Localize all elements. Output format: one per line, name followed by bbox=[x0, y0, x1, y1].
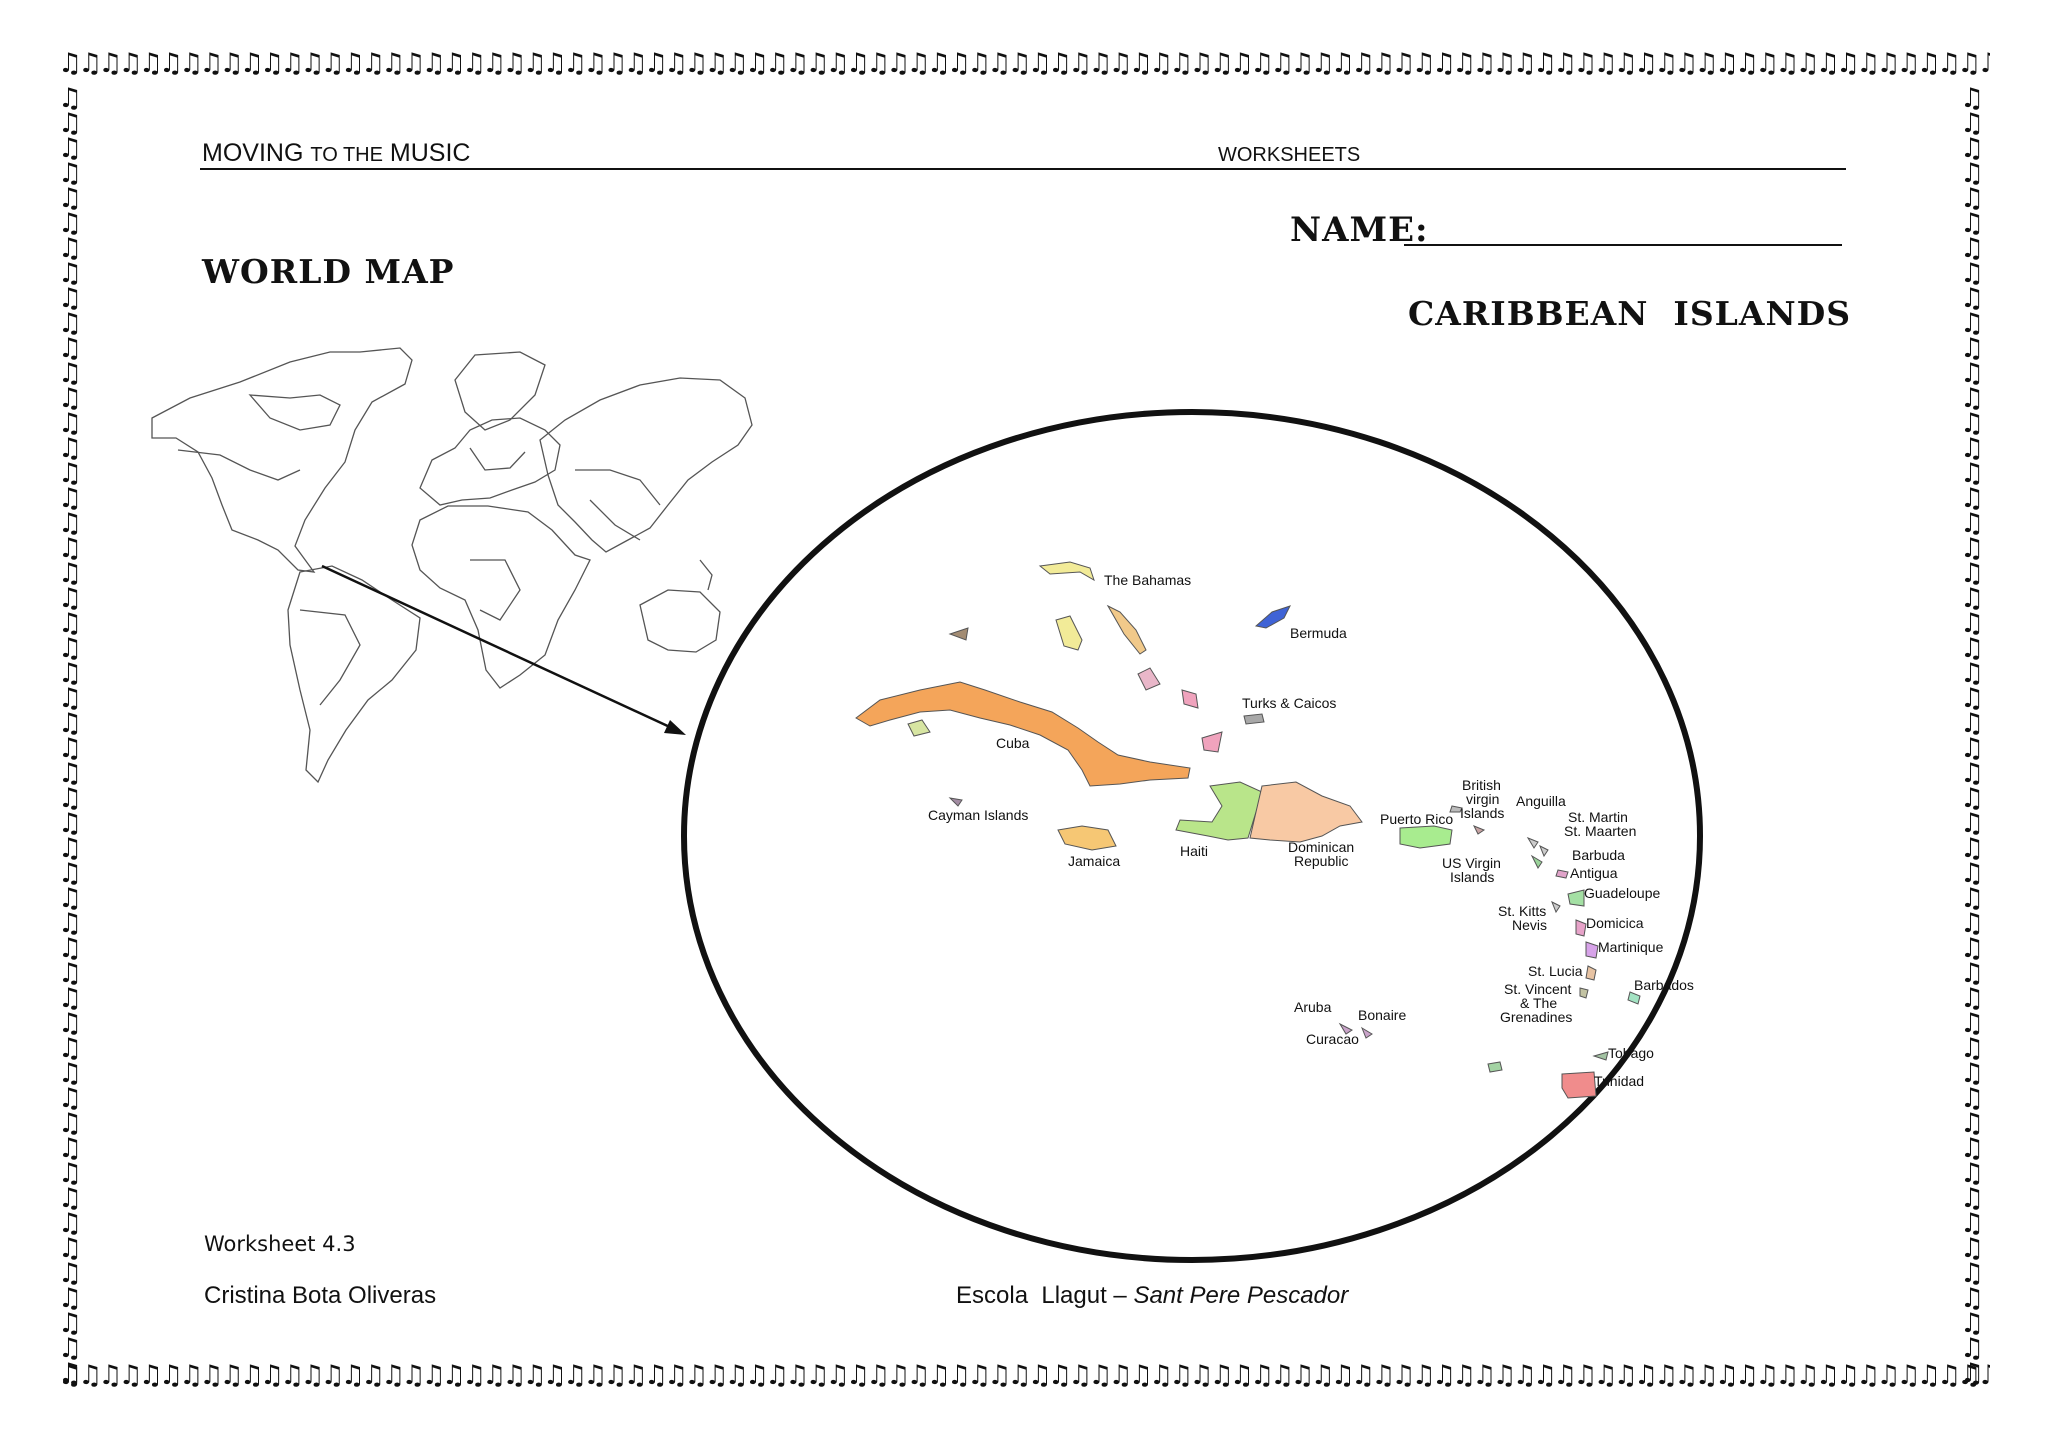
label-bermuda: Bermuda bbox=[1290, 625, 1347, 641]
cayman-shape bbox=[948, 797, 963, 807]
label-haiti: Haiti bbox=[1180, 843, 1208, 859]
isla-juventud-shape bbox=[907, 719, 931, 737]
bahamas-shape bbox=[1055, 615, 1083, 651]
label-dominica: Domicica bbox=[1586, 915, 1644, 931]
header-title: MOVING TO THE MUSIC bbox=[202, 139, 470, 168]
bvi-shape bbox=[1449, 805, 1463, 813]
header-word-music: MUSIC bbox=[389, 139, 471, 167]
margarita-shape bbox=[1487, 1061, 1503, 1073]
label-st-vincent-2: & The bbox=[1520, 995, 1557, 1011]
label-st-vincent-1: St. Vincent bbox=[1504, 981, 1572, 997]
label-st-kitts-1: St. Kitts bbox=[1498, 903, 1546, 919]
bahamas-shape-north bbox=[1038, 561, 1095, 582]
label-st-martin-1: St. Martin bbox=[1568, 809, 1628, 825]
caribbean-islands bbox=[855, 561, 1641, 1099]
inagua-shape bbox=[1201, 731, 1223, 753]
label-bonaire: Bonaire bbox=[1358, 1007, 1406, 1023]
bahamas-island-shape bbox=[1181, 689, 1199, 709]
label-st-lucia: St. Lucia bbox=[1528, 963, 1583, 979]
label-trinidad: Trinidad bbox=[1594, 1073, 1644, 1089]
tobago-shape bbox=[1592, 1051, 1609, 1061]
label-aruba: Aruba bbox=[1294, 999, 1332, 1015]
anguilla-shape bbox=[1526, 836, 1539, 849]
music-note-border-bottom: ♫♫♫♫♫♫♫♫♫♫♫♫♫♫♫♫♫♫♫♫♫♫♫♫♫♫♫♫♫♫♫♫♫♫♫♫♫♫♫♫… bbox=[58, 1360, 1990, 1391]
header-word-tothe: TO THE bbox=[310, 144, 383, 166]
music-note-border-top: ♫♫♫♫♫♫♫♫♫♫♫♫♫♫♫♫♫♫♫♫♫♫♫♫♫♫♫♫♫♫♫♫♫♫♫♫♫♫♫♫… bbox=[58, 48, 1990, 79]
bermuda-shape bbox=[1254, 605, 1291, 629]
st-lucia-shape bbox=[1585, 965, 1597, 981]
label-tobago: Tobago bbox=[1608, 1045, 1654, 1061]
usvi-shape bbox=[1472, 825, 1486, 835]
pointer-arrow bbox=[321, 564, 673, 730]
school-line: Escola Llagut – Sant Pere Pescador bbox=[956, 1282, 1348, 1310]
name-label: NAME: bbox=[1290, 210, 1429, 250]
header-worksheets: WORKSHEETS bbox=[1218, 144, 1361, 166]
label-st-martin-2: St. Maarten bbox=[1564, 823, 1636, 839]
label-dominican-2: Republic bbox=[1294, 853, 1348, 869]
martinique-shape bbox=[1585, 941, 1599, 959]
guadeloupe-shape bbox=[1567, 889, 1585, 907]
st-kitts-shape bbox=[1551, 900, 1561, 914]
world-map-title: WORLD MAP bbox=[202, 252, 455, 291]
label-curacao: Curacao bbox=[1306, 1031, 1359, 1047]
label-cuba: Cuba bbox=[996, 735, 1030, 751]
label-bvi-1: British bbox=[1462, 777, 1501, 793]
label-anguilla: Anguilla bbox=[1516, 793, 1566, 809]
label-usvi-1: US Virgin bbox=[1442, 855, 1501, 871]
antigua-shape bbox=[1555, 869, 1569, 879]
st-vincent-shape bbox=[1579, 987, 1589, 999]
haiti-shape bbox=[1175, 781, 1263, 841]
label-st-kitts-2: Nevis bbox=[1512, 917, 1547, 933]
bahamas-island-shape bbox=[1137, 667, 1161, 691]
caribbean-title: CARIBBEAN ISLANDS bbox=[1408, 294, 1852, 333]
grand-bahama-shape bbox=[948, 627, 969, 641]
dominica-shape bbox=[1575, 919, 1587, 937]
label-antigua: Antigua bbox=[1570, 865, 1618, 881]
turks-caicos-shape bbox=[1243, 713, 1265, 725]
world-map bbox=[151, 347, 753, 784]
header-rule bbox=[200, 168, 1846, 170]
label-cayman: Cayman Islands bbox=[928, 807, 1028, 823]
label-usvi-2: Islands bbox=[1450, 869, 1494, 885]
worksheet-number: Worksheet 4.3 bbox=[204, 1232, 356, 1256]
label-martinique: Martinique bbox=[1598, 939, 1664, 955]
island-labels: The Bahamas Bermuda Turks & Caicos Cuba … bbox=[928, 572, 1694, 1089]
label-puerto-rico: Puerto Rico bbox=[1380, 811, 1453, 827]
header-word-moving: MOVING bbox=[202, 139, 304, 167]
label-guadeloupe: Guadeloupe bbox=[1584, 885, 1661, 901]
music-note-border-left: ♫♫♫♫♫♫♫♫♫♫♫♫♫♫♫♫♫♫♫♫♫♫♫♫♫♫♫♫♫♫♫♫♫♫♫♫♫♫♫♫… bbox=[58, 86, 83, 1386]
bahamas-chain-shape bbox=[1106, 604, 1147, 655]
label-st-vincent-3: Grenadines bbox=[1500, 1009, 1572, 1025]
label-bvi-2: virgin bbox=[1466, 791, 1499, 807]
school-town: Sant Pere Pescador bbox=[1133, 1282, 1349, 1309]
label-barbados: Barbados bbox=[1634, 977, 1694, 993]
label-turks-caicos: Turks & Caicos bbox=[1242, 695, 1336, 711]
arrow-head-icon bbox=[664, 720, 686, 735]
music-note-border-right: ♫♫♫♫♫♫♫♫♫♫♫♫♫♫♫♫♫♫♫♫♫♫♫♫♫♫♫♫♫♫♫♫♫♫♫♫♫♫♫♫… bbox=[1960, 86, 1985, 1386]
st-martin-shape bbox=[1539, 844, 1549, 858]
cuba-shape bbox=[855, 681, 1191, 787]
label-bvi-3: Islands bbox=[1460, 805, 1504, 821]
curacao-shape bbox=[1360, 1026, 1373, 1039]
caribbean-ellipse bbox=[681, 409, 1703, 1263]
label-jamaica: Jamaica bbox=[1068, 853, 1120, 869]
author-name: Cristina Bota Oliveras bbox=[204, 1282, 437, 1309]
name-field-line[interactable] bbox=[1404, 244, 1842, 246]
puerto-rico-shape bbox=[1399, 825, 1453, 849]
label-dominican-1: Dominican bbox=[1288, 839, 1354, 855]
dominican-republic-shape bbox=[1249, 781, 1363, 843]
trinidad-shape bbox=[1561, 1071, 1597, 1099]
barbados-shape bbox=[1627, 991, 1641, 1005]
school-name: Escola Llagut – bbox=[956, 1282, 1134, 1309]
jamaica-shape bbox=[1057, 825, 1117, 851]
label-bahamas: The Bahamas bbox=[1104, 572, 1191, 588]
label-barbuda: Barbuda bbox=[1572, 847, 1625, 863]
aruba-shape bbox=[1338, 1022, 1353, 1035]
barbuda-shape bbox=[1530, 854, 1543, 869]
